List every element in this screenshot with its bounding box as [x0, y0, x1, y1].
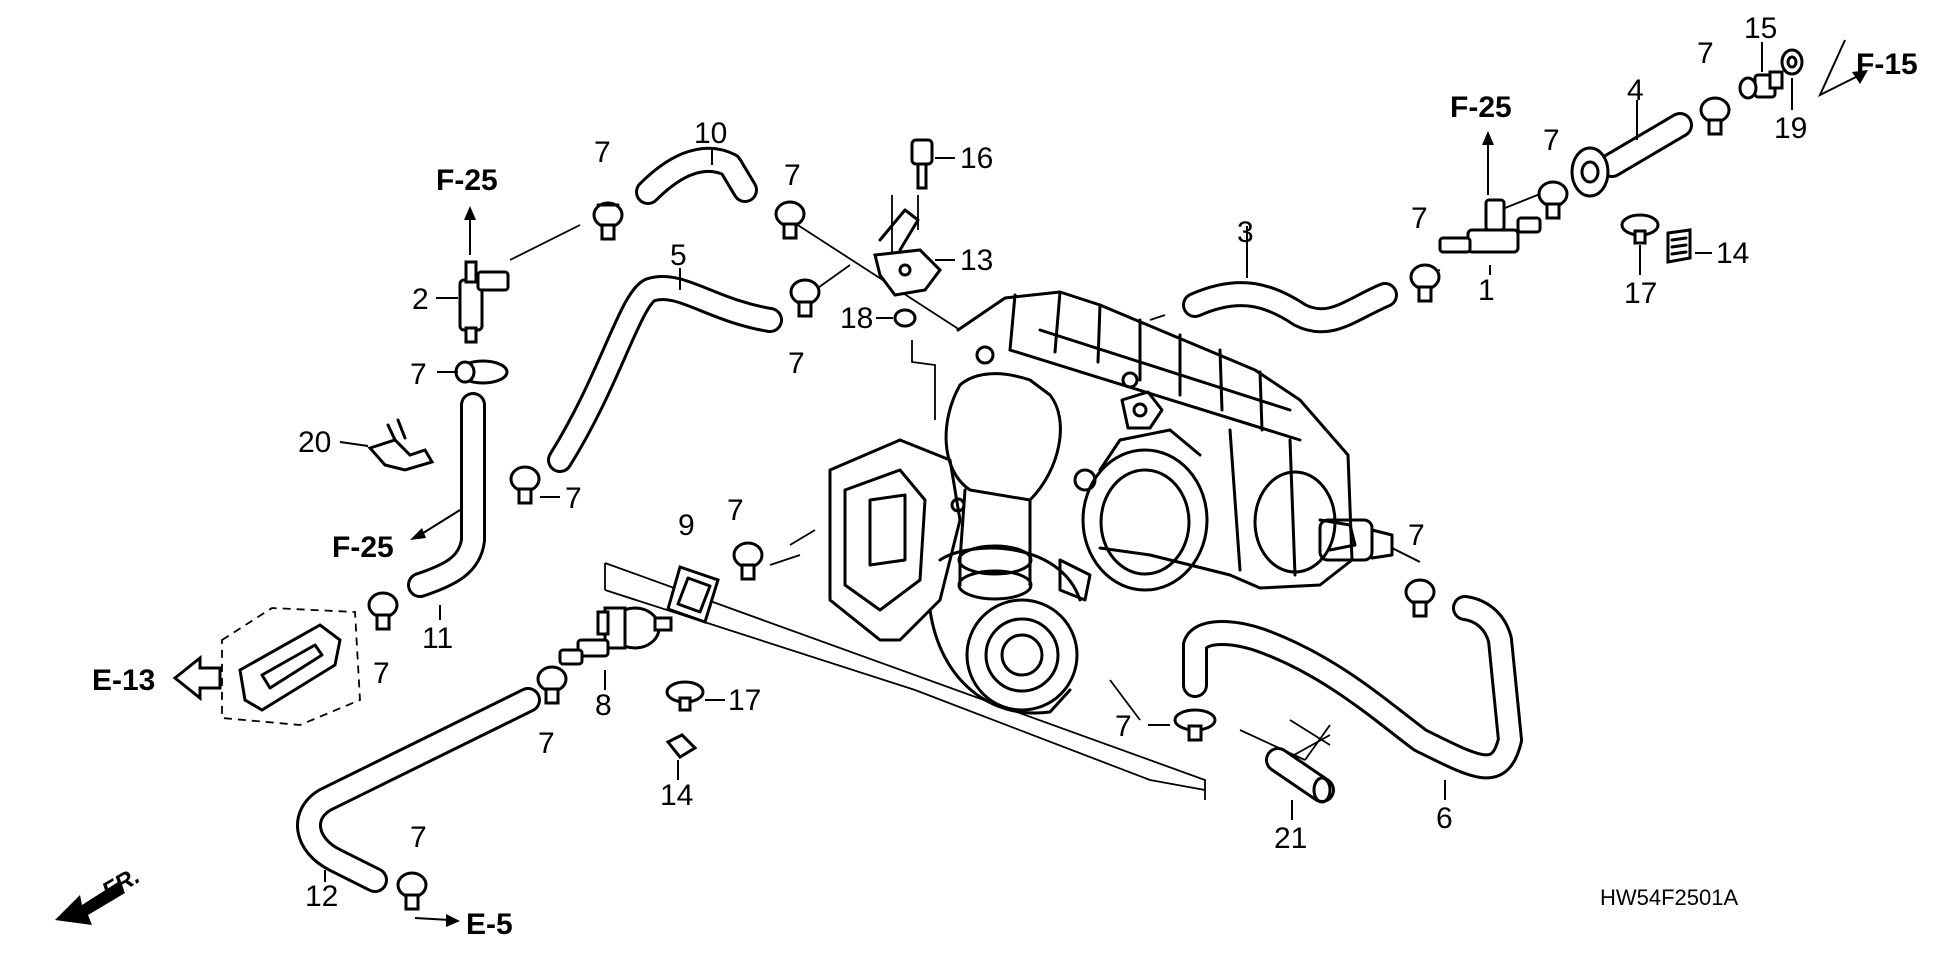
diagram-code: HW54F2501A — [1600, 885, 1739, 910]
flange-4-end — [1570, 146, 1610, 198]
label-7: 7 — [373, 657, 390, 690]
hose-10 — [635, 146, 758, 205]
cover-e13 — [221, 607, 361, 726]
label-7: 7 — [410, 821, 427, 854]
label-7: 7 — [538, 727, 555, 760]
label-21: 21 — [1274, 822, 1307, 855]
bolt-16 — [910, 138, 934, 190]
label-14: 14 — [660, 779, 693, 812]
label-7: 7 — [1408, 519, 1425, 552]
clamp-7 — [1173, 708, 1217, 742]
clamp-17 — [1620, 213, 1660, 245]
clip-14 — [665, 733, 698, 759]
ref-e13: E-13 — [92, 664, 155, 697]
clip-14 — [1666, 228, 1692, 264]
washer-19 — [1780, 48, 1804, 76]
label-14: 14 — [1716, 237, 1749, 270]
label-7: 7 — [1115, 710, 1132, 743]
hose-12 — [296, 687, 541, 893]
clamp-7 — [1404, 578, 1436, 618]
label-5: 5 — [670, 239, 687, 272]
clamp-7 — [732, 541, 764, 581]
label-8: 8 — [595, 689, 612, 722]
label-2: 2 — [412, 283, 429, 316]
valve-8 — [558, 606, 673, 666]
clamp-7 — [1699, 96, 1731, 136]
hose-5 — [547, 275, 783, 473]
oring-18 — [893, 308, 917, 328]
ref-f25: F-25 — [1450, 91, 1512, 124]
hose-21 — [1265, 747, 1335, 804]
label-17: 17 — [728, 684, 761, 717]
label-15: 15 — [1744, 12, 1777, 45]
clamp-7 — [509, 465, 541, 505]
clamp-7 — [454, 359, 509, 385]
label-11: 11 — [422, 622, 453, 655]
label-13: 13 — [960, 244, 993, 277]
clamp-7 — [592, 201, 624, 241]
label-12: 12 — [305, 880, 338, 913]
clamp-7 — [367, 591, 399, 631]
clamp-7 — [1409, 263, 1441, 303]
label-7: 7 — [727, 494, 744, 527]
arrows — [55, 39, 1868, 927]
ref-f25: F-25 — [436, 164, 498, 197]
tee-fitting-2 — [458, 260, 510, 344]
label-7: 7 — [1411, 202, 1428, 235]
clamp-7 — [1537, 180, 1569, 220]
tee-fitting-1 — [1438, 198, 1542, 254]
clamps-7 — [367, 96, 1731, 911]
label-1: 1 — [1478, 274, 1495, 307]
clamp-7 — [774, 200, 806, 240]
part-labels: 1 2 3 4 5 6 7 7 7 7 7 7 7 7 7 7 7 7 7 7 … — [298, 12, 1807, 913]
clamp-7 — [789, 278, 821, 318]
label-7: 7 — [565, 482, 582, 515]
throttle-body-assembly — [828, 290, 1421, 715]
label-7: 7 — [594, 136, 611, 169]
leader-lines — [509, 189, 1551, 800]
label-18: 18 — [840, 302, 873, 335]
label-7: 7 — [1697, 37, 1714, 70]
label-9: 9 — [678, 509, 695, 542]
label-16: 16 — [960, 142, 993, 175]
ref-e5: E-5 — [466, 908, 513, 941]
hose-4 — [1599, 112, 1693, 178]
clamp-17 — [665, 680, 705, 712]
label-3: 3 — [1237, 216, 1254, 249]
label-7: 7 — [1543, 124, 1560, 157]
label-17: 17 — [1624, 277, 1657, 310]
label-10: 10 — [694, 117, 727, 150]
clip-20 — [367, 418, 435, 472]
label-7: 7 — [788, 347, 805, 380]
bracket-13 — [873, 208, 942, 297]
gasket-9 — [666, 565, 720, 624]
reference-callouts: F-25 F-25 F-25 F-15 E-13 E-5 — [92, 48, 1918, 941]
ref-f15: F-15 — [1856, 48, 1918, 81]
label-6: 6 — [1436, 802, 1453, 835]
label-19: 19 — [1774, 112, 1807, 145]
clamp-7 — [396, 871, 428, 911]
hose-3 — [1182, 281, 1398, 334]
label-7: 7 — [784, 159, 801, 192]
connector-15 — [1738, 70, 1784, 100]
clamp-7 — [536, 665, 568, 705]
label-20: 20 — [298, 426, 331, 459]
ref-f25: F-25 — [332, 531, 394, 564]
hose-11 — [407, 392, 486, 598]
hose-6 — [1182, 595, 1523, 780]
label-4: 4 — [1627, 74, 1644, 107]
label-7: 7 — [410, 358, 427, 391]
